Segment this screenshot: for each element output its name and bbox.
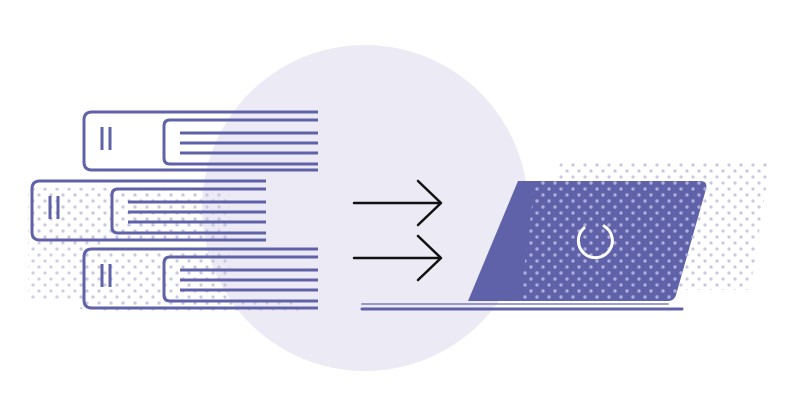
- book-bottom: [82, 247, 318, 310]
- book-dots-texture: [28, 188, 300, 312]
- double-arrow-right-icon: [352, 179, 443, 282]
- arrow-bottom: [352, 234, 443, 282]
- background-circle: [202, 45, 528, 371]
- books-stack-icon: [30, 110, 318, 310]
- arrow-top: [352, 179, 443, 227]
- book-middle: [30, 179, 266, 242]
- book-top: [82, 110, 318, 172]
- loading-spinner-icon: [576, 224, 614, 260]
- laptop-icon: [360, 181, 707, 311]
